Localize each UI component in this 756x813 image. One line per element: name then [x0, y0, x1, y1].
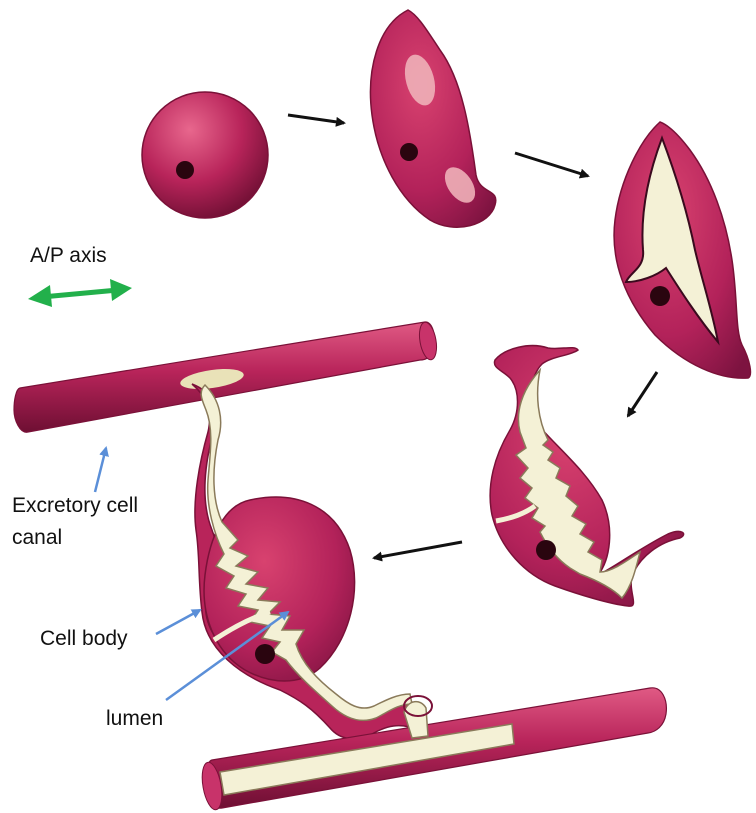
upper-excretory-canal	[14, 321, 439, 432]
stage-2-elongated-cell	[371, 10, 496, 227]
cell-body-label: Cell body	[40, 626, 128, 652]
stage-3-lumen-forming-cell	[614, 122, 750, 378]
nucleus	[255, 644, 275, 664]
nucleus	[400, 143, 418, 161]
stage-1-round-cell	[142, 92, 268, 218]
nucleus	[536, 540, 556, 560]
step-arrow-4	[374, 542, 462, 558]
stage-4-extending-cell	[490, 346, 683, 607]
double-headed-arrow-icon	[28, 279, 132, 307]
pointer-arrow-icon	[156, 610, 200, 634]
lower-excretory-canal	[199, 688, 666, 811]
pointer-arrow-icon	[95, 448, 106, 492]
lumen-label: lumen	[106, 706, 163, 732]
canal-label-line1: Excretory cell	[12, 493, 138, 519]
step-arrow-1	[288, 115, 344, 123]
canal-label-line2: canal	[12, 525, 62, 551]
nucleus	[176, 161, 194, 179]
step-arrow-3	[628, 372, 657, 416]
nucleus	[650, 286, 670, 306]
axis-label: A/P axis	[30, 243, 107, 269]
final-excretory-cell	[192, 384, 418, 739]
step-arrow-2	[515, 153, 588, 176]
